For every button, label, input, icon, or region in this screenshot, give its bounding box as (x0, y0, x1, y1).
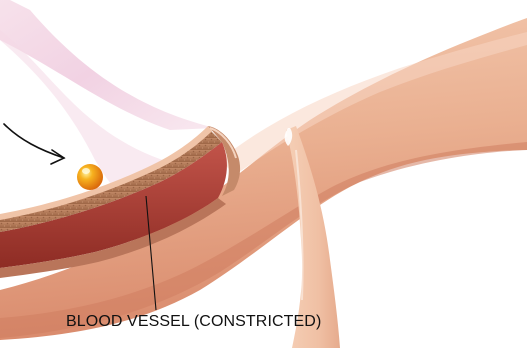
blood-vessel-label: BLOOD VESSEL (CONSTRICTED) (66, 313, 321, 331)
orange-sphere-icon (77, 164, 103, 190)
curved-arrow-icon (4, 124, 64, 164)
